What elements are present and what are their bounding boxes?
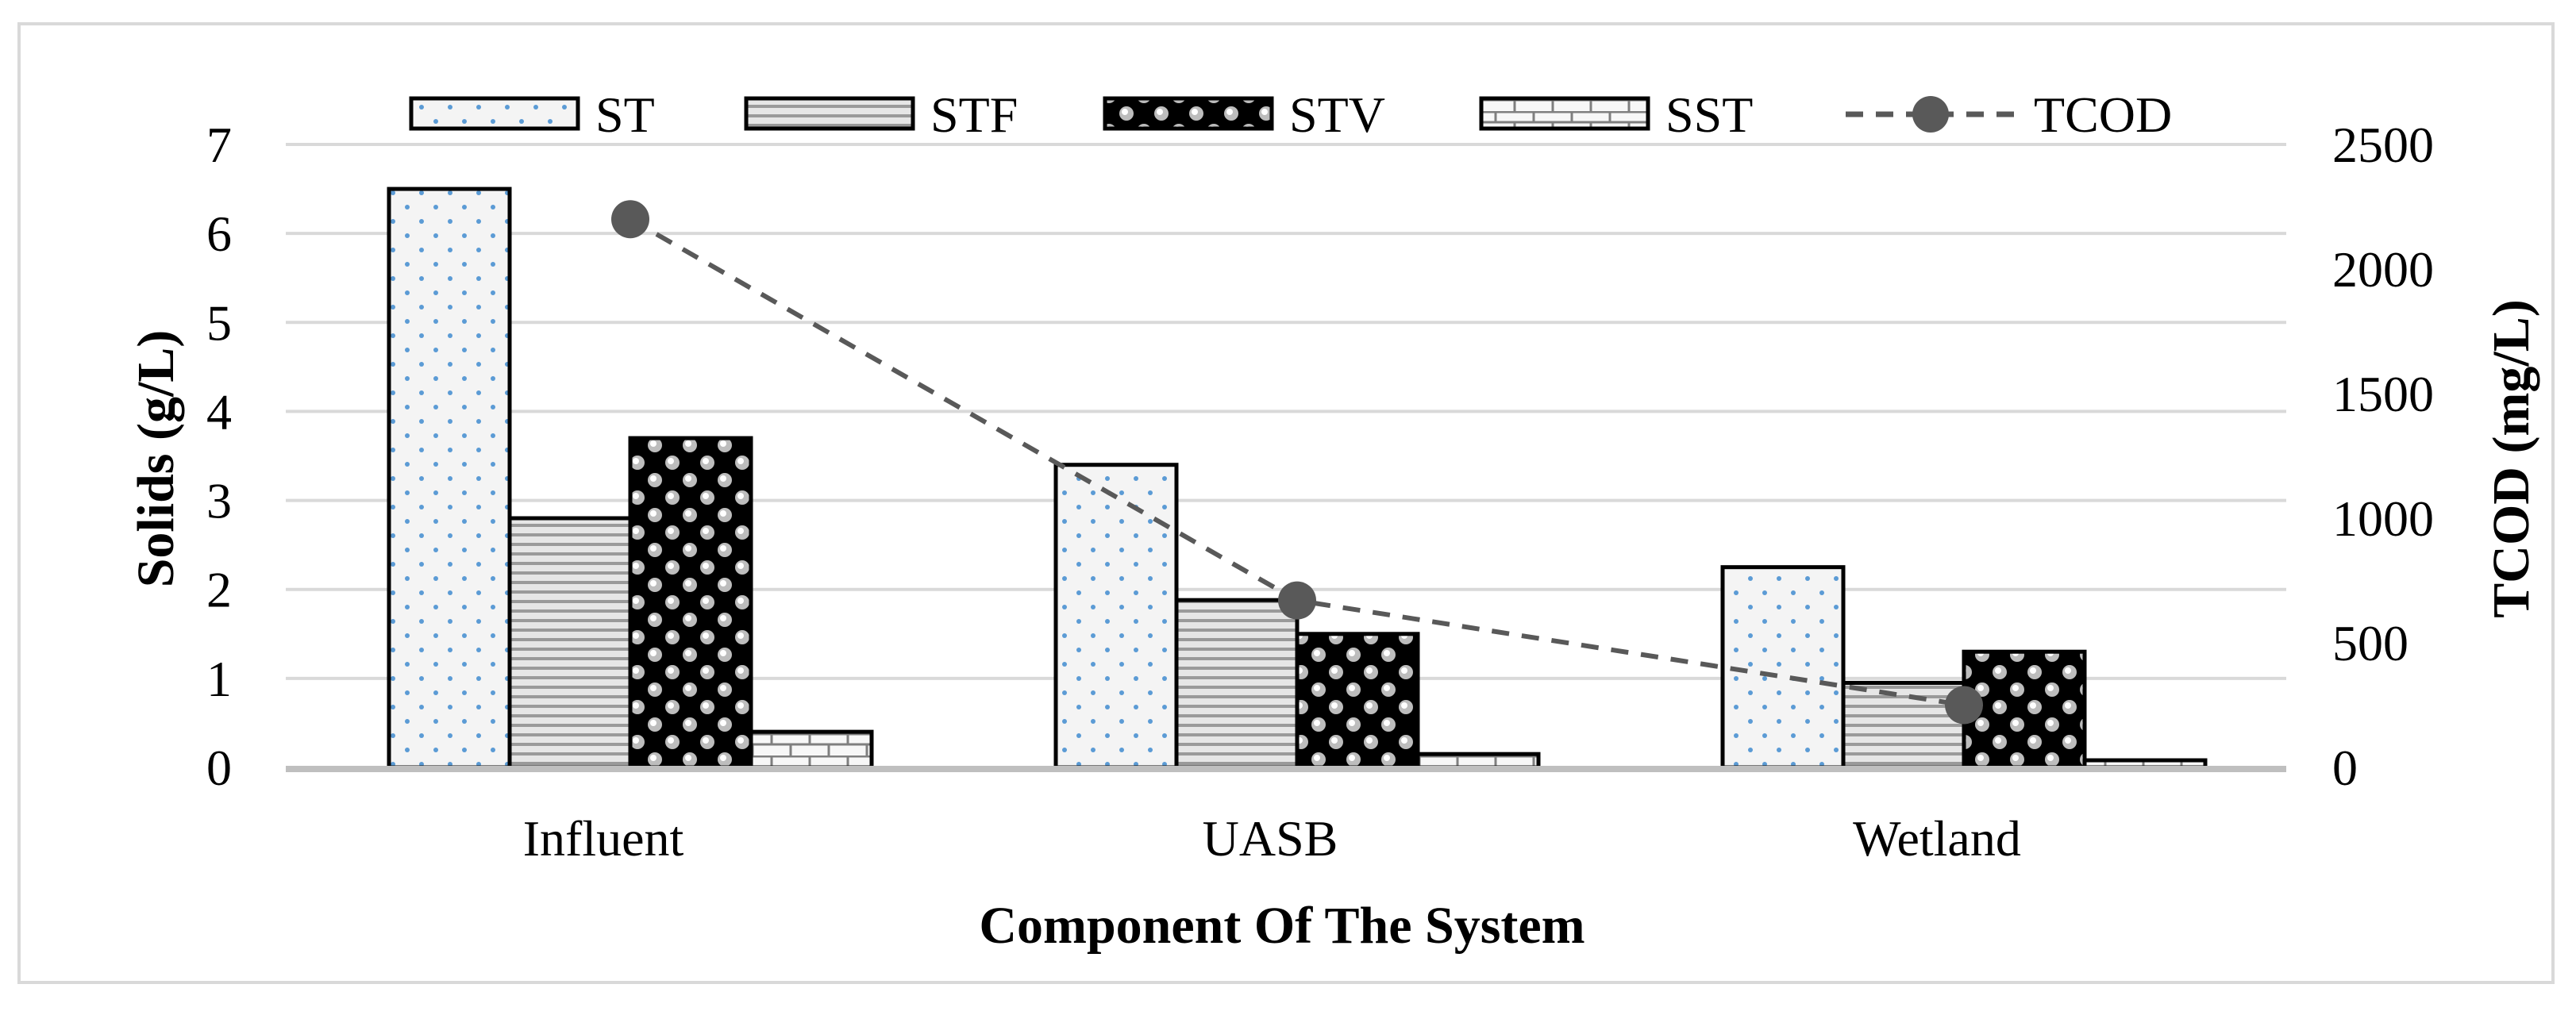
y-tick-label-7: 7 — [206, 117, 232, 173]
x-tick-label-influent: Influent — [523, 810, 684, 867]
bar-stv-wetland — [1962, 649, 2087, 770]
bar-sst-uasb — [1415, 752, 1541, 770]
y-tick-label-4: 4 — [206, 383, 232, 440]
legend-label-stf: STF — [930, 87, 1018, 143]
y-tick-label-6: 6 — [206, 206, 232, 262]
y2-tick-label-0: 0 — [2332, 740, 2358, 796]
tcod-line — [611, 200, 1983, 725]
bars — [387, 186, 2208, 770]
legend-marker-tcod — [1912, 96, 1949, 133]
legend-swatch-st — [409, 96, 580, 131]
legend-swatch-stf — [744, 96, 915, 131]
y2-axis-title: TCOD (mg/L) — [2482, 299, 2540, 617]
y-axis-title: Solids (g/L) — [127, 330, 185, 588]
y-tick-label-0: 0 — [206, 740, 232, 796]
tcod-point-uasb — [1278, 581, 1316, 620]
legend-label-st: ST — [595, 87, 655, 143]
bar-st-wetland — [1720, 565, 1846, 770]
tcod-point-wetland — [1945, 686, 1983, 725]
legend-swatch-stv — [1103, 96, 1274, 131]
y2-tick-label-500: 500 — [2332, 615, 2409, 671]
y-tick-label-2: 2 — [206, 562, 232, 618]
bar-stv-influent — [628, 436, 753, 770]
legend-label-sst: SST — [1665, 87, 1753, 143]
legend: ST STF STV SST TCOD — [409, 87, 2172, 143]
bar-stf-wetland — [1841, 680, 1966, 770]
legend-label-tcod: TCOD — [2034, 87, 2172, 143]
x-axis-title: Component Of The System — [979, 897, 1584, 955]
bar-stv-uasb — [1295, 632, 1420, 770]
y-tick-label-1: 1 — [206, 651, 232, 707]
y-tick-label-5: 5 — [206, 294, 232, 351]
y-tick-label-3: 3 — [206, 473, 232, 529]
bar-st-influent — [387, 186, 512, 770]
x-tick-label-uasb: UASB — [1203, 810, 1338, 867]
bar-sst-influent — [749, 729, 874, 770]
bar-st-uasb — [1053, 463, 1179, 770]
y2-tick-label-1000: 1000 — [2332, 490, 2434, 547]
legend-swatch-sst — [1479, 96, 1650, 131]
y2-tick-label-2000: 2000 — [2332, 241, 2434, 298]
tcod-point-influent — [611, 200, 649, 239]
legend-label-stv: STV — [1289, 87, 1385, 143]
y2-tick-label-1500: 1500 — [2332, 366, 2434, 422]
x-tick-label-wetland: Wetland — [1853, 810, 2021, 867]
bar-stf-uasb — [1174, 598, 1300, 770]
y2-tick-label-2500: 2500 — [2332, 117, 2434, 173]
bar-stf-influent — [507, 516, 633, 770]
